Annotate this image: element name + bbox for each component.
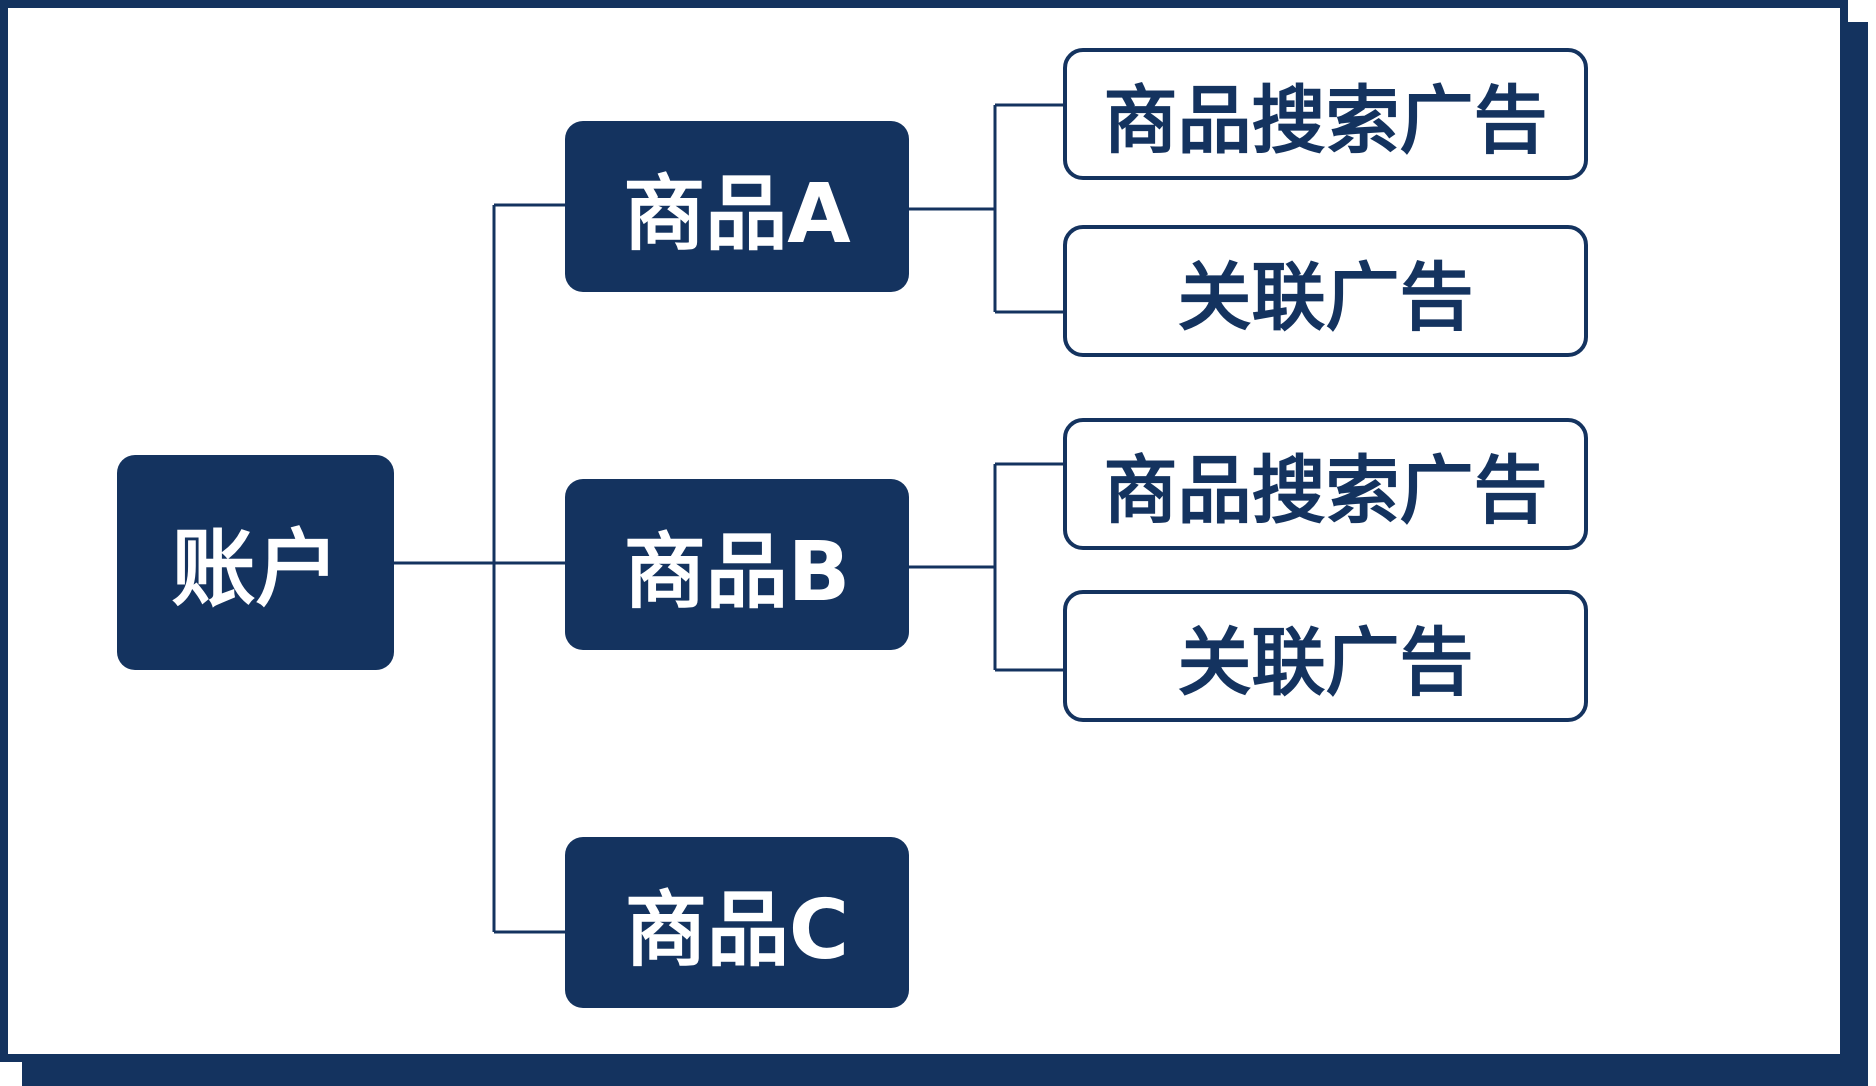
node-account: 账户: [117, 455, 394, 670]
node-product-a-related-ad: 关联广告: [1063, 225, 1588, 357]
node-product-a-search-ad: 商品搜索广告: [1063, 48, 1588, 180]
node-account-label: 账户: [171, 520, 340, 618]
node-product-b-search-ad-label: 商品搜索广告: [1103, 447, 1548, 534]
node-product-b-related-ad: 关联广告: [1063, 590, 1588, 722]
node-product-c-label: 商品C: [624, 883, 850, 978]
node-product-a-search-ad-label: 商品搜索广告: [1103, 77, 1548, 164]
node-product-b-label: 商品B: [623, 525, 851, 620]
node-product-a-label: 商品A: [623, 167, 851, 262]
node-product-c: 商品C: [565, 837, 909, 1008]
node-product-a: 商品A: [565, 121, 909, 292]
node-product-b: 商品B: [565, 479, 909, 650]
node-product-b-search-ad: 商品搜索广告: [1063, 418, 1588, 550]
node-product-b-related-ad-label: 关联广告: [1177, 619, 1474, 706]
node-product-a-related-ad-label: 关联广告: [1177, 254, 1474, 341]
